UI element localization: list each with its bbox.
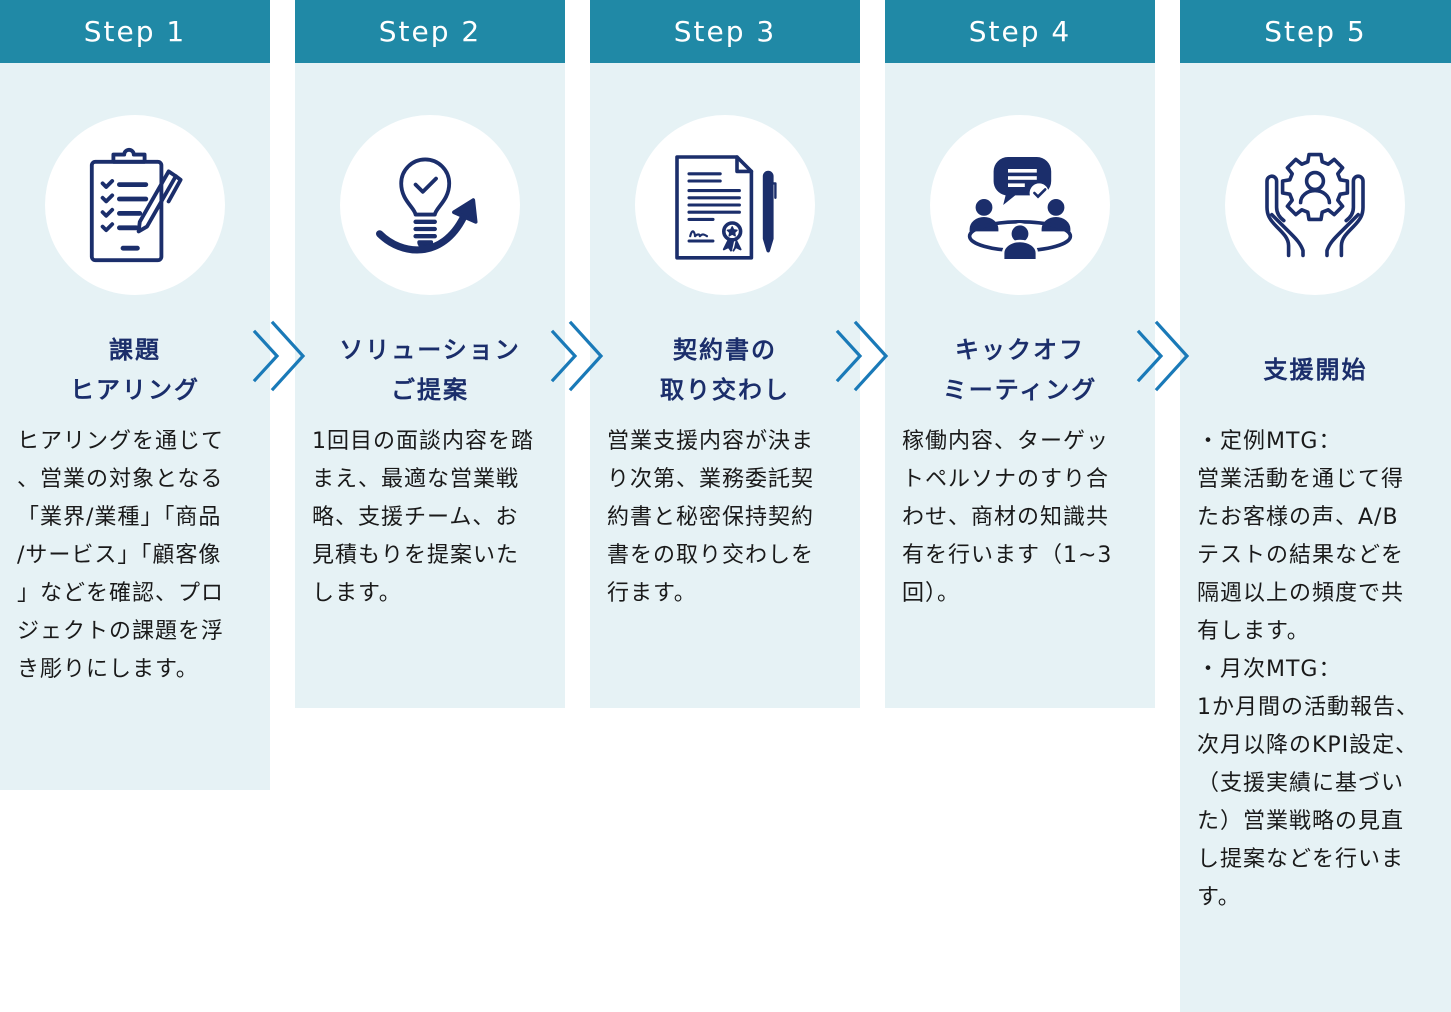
title-line: 課題 bbox=[109, 336, 161, 364]
step-1-column: Step 1 課題 ヒアリング ヒアリングを通じて 、営業の対象となる 「業界/… bbox=[0, 0, 270, 790]
step-3-column: Step 3 契約書の 取り交わし 営業支援内容が決ま り次第、業務委託契 約書… bbox=[590, 0, 860, 708]
step-1-icon-circle bbox=[45, 115, 225, 295]
description-line: テストの結果などを bbox=[1197, 543, 1405, 568]
description-line: ・月次MTG： bbox=[1197, 657, 1342, 682]
step-1-description: ヒアリングを通じて 、営業の対象となる 「業界/業種」「商品 /サービス」「顧客… bbox=[17, 423, 256, 689]
step-label: Step 1 bbox=[83, 15, 187, 48]
meeting-table-chat-icon bbox=[967, 157, 1073, 262]
description-line: 」などを確認、プロ bbox=[17, 581, 225, 606]
title-line: 取り交わし bbox=[660, 376, 790, 404]
description-line: ジェクトの課題を浮 bbox=[17, 619, 225, 644]
description-line: す。 bbox=[1197, 885, 1241, 910]
double-chevron-right-icon bbox=[252, 318, 312, 394]
step-3-icon-circle bbox=[635, 115, 815, 295]
step-4-header: Step 4 bbox=[885, 0, 1155, 63]
lightbulb-arrow-icon bbox=[376, 157, 478, 254]
double-chevron-right-icon bbox=[1136, 318, 1196, 394]
description-line: 1か月間の活動報告、 bbox=[1197, 695, 1419, 720]
step-5-header: Step 5 bbox=[1180, 0, 1451, 63]
step-2-description: 1回目の面談内容を踏 まえ、最適な営業戦 略、支援チーム、お 見積もりを提案いた… bbox=[312, 423, 551, 613]
description-line: た）営業戦略の見直 bbox=[1197, 809, 1405, 834]
title-line: キックオフ bbox=[955, 336, 1085, 364]
description-line: き彫りにします。 bbox=[17, 657, 199, 682]
hands-gear-person-icon bbox=[1265, 152, 1365, 258]
description-line: 「業界/業種」「商品 bbox=[17, 505, 222, 530]
step-3-description: 営業支援内容が決ま り次第、業務委託契 約書と秘密保持契約 書をの取り交わしを … bbox=[607, 423, 846, 613]
step-3-header: Step 3 bbox=[590, 0, 860, 63]
description-line: 回）。 bbox=[902, 581, 961, 606]
description-line: /サービス」「顧客像 bbox=[17, 543, 222, 568]
description-line: 営業活動を通じて得 bbox=[1197, 467, 1405, 492]
title-line: ご提案 bbox=[391, 376, 469, 404]
step-label: Step 2 bbox=[378, 15, 482, 48]
description-line: トペルソナのすり合 bbox=[902, 467, 1110, 492]
description-line: 書をの取り交わしを bbox=[607, 543, 815, 568]
description-line: （支援実績に基づい bbox=[1197, 771, 1405, 796]
title-line: 契約書の bbox=[673, 336, 777, 364]
step-5-column: Step 5 支援開始 ・定例MTG： 営業活動を通じて得 たお客様の声、A/B… bbox=[1180, 0, 1451, 1012]
contract-document-pen-icon bbox=[675, 155, 777, 260]
step-1-header: Step 1 bbox=[0, 0, 270, 63]
description-line: 略、支援チーム、お bbox=[312, 505, 519, 530]
step-2-header: Step 2 bbox=[295, 0, 565, 63]
description-line: たお客様の声、A/B bbox=[1197, 505, 1399, 530]
step-label: Step 5 bbox=[1264, 15, 1367, 48]
description-line: 隔週以上の頻度で共 bbox=[1197, 581, 1405, 606]
title-line: ミーティング bbox=[942, 376, 1098, 404]
description-line: 営業支援内容が決ま bbox=[607, 429, 815, 454]
step-5-title: 支援開始 bbox=[1180, 350, 1451, 390]
description-line: ・定例MTG： bbox=[1197, 429, 1342, 454]
step-5-description: ・定例MTG： 営業活動を通じて得 たお客様の声、A/B テストの結果などを 隔… bbox=[1197, 423, 1437, 917]
description-line: 行ます。 bbox=[607, 581, 697, 606]
description-line: し提案などを行いま bbox=[1197, 847, 1405, 872]
title-line: 支援開始 bbox=[1263, 356, 1368, 384]
description-line: 、営業の対象となる bbox=[17, 467, 224, 492]
step-4-icon-circle bbox=[930, 115, 1110, 295]
step-3-title: 契約書の 取り交わし bbox=[590, 330, 860, 410]
step-label: Step 4 bbox=[968, 15, 1072, 48]
description-line: 稼働内容、ターゲッ bbox=[902, 429, 1110, 454]
clipboard-checklist-pen-icon bbox=[89, 147, 183, 263]
step-2-title: ソリューション ご提案 bbox=[295, 330, 565, 410]
description-line: します。 bbox=[312, 581, 402, 606]
title-line: ヒアリング bbox=[70, 376, 200, 404]
step-1-title: 課題 ヒアリング bbox=[0, 330, 270, 410]
description-line: 見積もりを提案いた bbox=[312, 543, 520, 568]
step-label: Step 3 bbox=[673, 15, 777, 48]
description-line: まえ、最適な営業戦 bbox=[312, 467, 520, 492]
step-2-icon-circle bbox=[340, 115, 520, 295]
description-line: り次第、業務委託契 bbox=[607, 467, 815, 492]
step-5-icon-circle bbox=[1225, 115, 1405, 295]
description-line: ヒアリングを通じて bbox=[17, 429, 225, 454]
description-line: わせ、商材の知識共 bbox=[902, 505, 1110, 530]
description-line: 有を行います（1~3 bbox=[902, 543, 1113, 568]
double-chevron-right-icon bbox=[835, 318, 895, 394]
description-line: 有します。 bbox=[1197, 619, 1310, 644]
description-line: 次月以降のKPI設定、 bbox=[1197, 733, 1419, 758]
double-chevron-right-icon bbox=[550, 318, 610, 394]
step-2-column: Step 2 ソリューション ご提案 1回目の面談内容を踏 まえ、最適な営業戦 … bbox=[295, 0, 565, 708]
description-line: 1回目の面談内容を踏 bbox=[312, 429, 534, 454]
description-line: 約書と秘密保持契約 bbox=[607, 505, 815, 530]
title-line: ソリューション bbox=[339, 336, 521, 364]
step-4-column: Step 4 キックオフ ミーティング 稼働内容、ターゲッ トペルソナのすり合 … bbox=[885, 0, 1155, 708]
step-4-title: キックオフ ミーティング bbox=[885, 330, 1155, 410]
step-4-description: 稼働内容、ターゲッ トペルソナのすり合 わせ、商材の知識共 有を行います（1~3… bbox=[902, 423, 1141, 613]
